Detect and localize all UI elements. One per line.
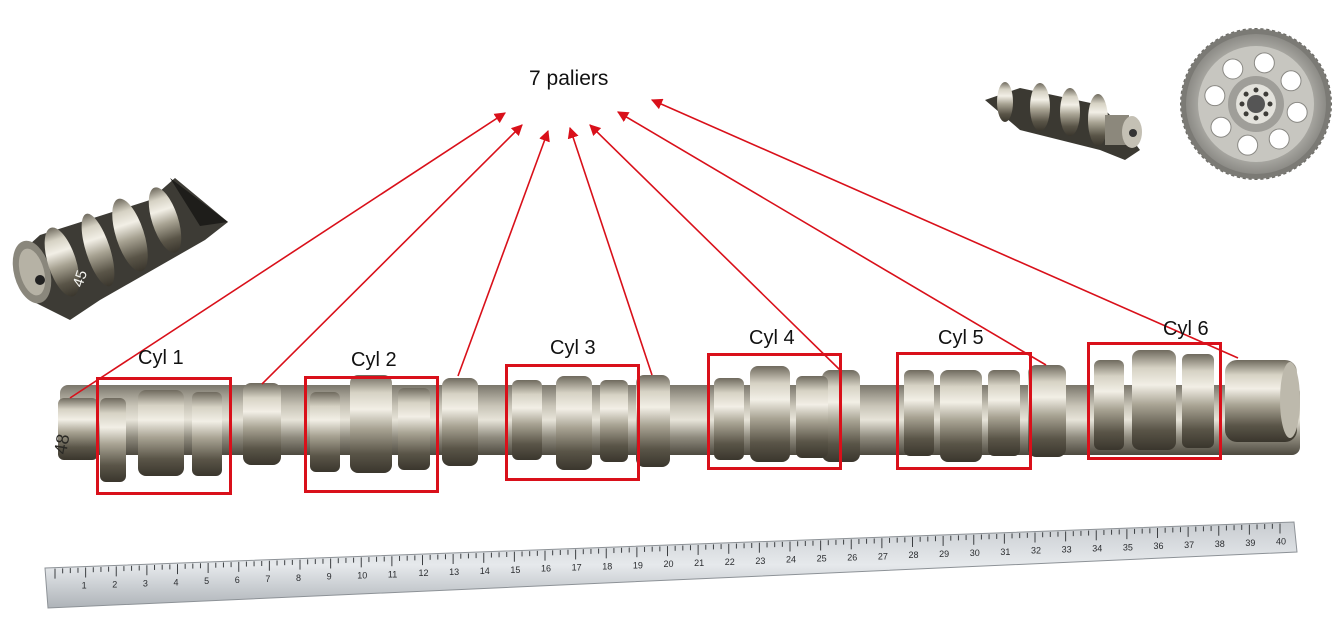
annotation-arrows xyxy=(69,98,1239,399)
gear-bolt-hole xyxy=(1253,115,1259,121)
ruler-number: 4 xyxy=(174,577,179,587)
ruler-number: 23 xyxy=(755,556,765,566)
ruler-number: 21 xyxy=(694,558,704,568)
ruler-number: 37 xyxy=(1184,540,1194,550)
cylinder-6-box xyxy=(1087,342,1222,460)
ruler-number: 16 xyxy=(541,564,551,574)
gear-lightening-hole xyxy=(1210,116,1232,138)
ruler-number: 22 xyxy=(725,557,735,567)
cylinder-4-box xyxy=(707,353,842,470)
ruler-number: 39 xyxy=(1245,538,1255,548)
cylinder-2-label: Cyl 2 xyxy=(351,349,397,371)
ruler-number: 34 xyxy=(1092,543,1102,553)
gear-lightening-hole xyxy=(1253,52,1275,74)
svg-text:45: 45 xyxy=(70,268,91,289)
camshaft-detail-right-photo xyxy=(985,82,1142,160)
ruler-number: 28 xyxy=(909,550,919,560)
arrow-palier-5 xyxy=(589,124,841,371)
gear-bolt-hole xyxy=(1253,87,1259,93)
gear-bolt-hole xyxy=(1263,91,1269,97)
arrow-palier-7 xyxy=(650,98,1239,359)
gear-bolt-hole xyxy=(1243,111,1249,117)
ruler-number: 20 xyxy=(664,559,674,569)
ruler-number: 17 xyxy=(572,563,582,573)
cylinder-2-box xyxy=(304,376,439,493)
ruler-number: 13 xyxy=(449,567,459,577)
arrow-palier-2 xyxy=(261,124,523,385)
ruler-number: 38 xyxy=(1215,539,1225,549)
ruler-number: 7 xyxy=(265,574,270,584)
gear-lightening-hole xyxy=(1222,58,1244,80)
ruler-number: 6 xyxy=(235,575,240,585)
ruler-number: 8 xyxy=(296,573,301,583)
ruler-number: 30 xyxy=(970,548,980,558)
ruler-number: 32 xyxy=(1031,546,1041,556)
main-camshaft-photo: 48 xyxy=(50,350,1300,482)
cylinder-1-box xyxy=(96,377,232,495)
page-title: 7 paliers xyxy=(529,67,609,90)
ruler-number: 9 xyxy=(327,572,332,582)
gear-lightening-hole xyxy=(1204,85,1226,107)
ruler-number: 1 xyxy=(82,581,87,591)
ruler-number: 40 xyxy=(1276,537,1286,547)
ruler-number: 25 xyxy=(817,554,827,564)
cylinder-6-label: Cyl 6 xyxy=(1163,318,1209,340)
timing-gear-photo xyxy=(1180,28,1332,180)
cylinder-3-label: Cyl 3 xyxy=(550,337,596,359)
gear-bolt-hole xyxy=(1239,101,1245,107)
ruler-number: 35 xyxy=(1123,542,1133,552)
bearing-journals xyxy=(243,365,1066,467)
engraving-text: 48 xyxy=(50,432,73,455)
arrow-palier-4 xyxy=(567,126,653,376)
cylinder-5-label: Cyl 5 xyxy=(938,327,984,349)
cylinder-4-label: Cyl 4 xyxy=(749,327,795,349)
ruler-number: 26 xyxy=(847,552,857,562)
ruler-number: 29 xyxy=(939,549,949,559)
ruler-number: 12 xyxy=(419,568,429,578)
gear-lightening-hole xyxy=(1237,134,1259,156)
cylinder-1-label: Cyl 1 xyxy=(138,347,184,369)
ruler-number: 36 xyxy=(1154,541,1164,551)
ruler-number: 3 xyxy=(143,578,148,588)
gear-bolt-hole xyxy=(1243,91,1249,97)
ruler-number: 14 xyxy=(480,566,490,576)
ruler-number: 15 xyxy=(510,565,520,575)
ruler-number: 10 xyxy=(357,571,367,581)
ruler-number: 11 xyxy=(388,569,397,579)
ruler-number: 27 xyxy=(878,551,888,561)
gear-bolt-hole xyxy=(1263,111,1269,117)
ruler-number: 18 xyxy=(602,561,612,571)
ruler-number: 5 xyxy=(204,576,209,586)
ruler-number: 19 xyxy=(633,560,643,570)
gear-lightening-hole xyxy=(1286,101,1308,123)
ruler-number: 24 xyxy=(786,555,796,565)
arrow-palier-6 xyxy=(617,111,1047,366)
ruler-number: 31 xyxy=(1000,547,1010,557)
gear-lightening-hole xyxy=(1280,70,1302,92)
cylinder-3-box xyxy=(505,364,640,481)
ruler-number: 33 xyxy=(1062,545,1072,555)
gear-lightening-hole xyxy=(1268,128,1290,150)
arrow-palier-1 xyxy=(69,112,506,399)
ruler-number: 2 xyxy=(112,580,117,590)
gear-bolt-hole xyxy=(1267,101,1273,107)
camshaft-detail-left-photo: 45 xyxy=(12,178,228,320)
cylinder-5-box xyxy=(896,352,1032,470)
arrow-palier-3 xyxy=(457,129,550,377)
cam-lobes xyxy=(100,350,1214,482)
